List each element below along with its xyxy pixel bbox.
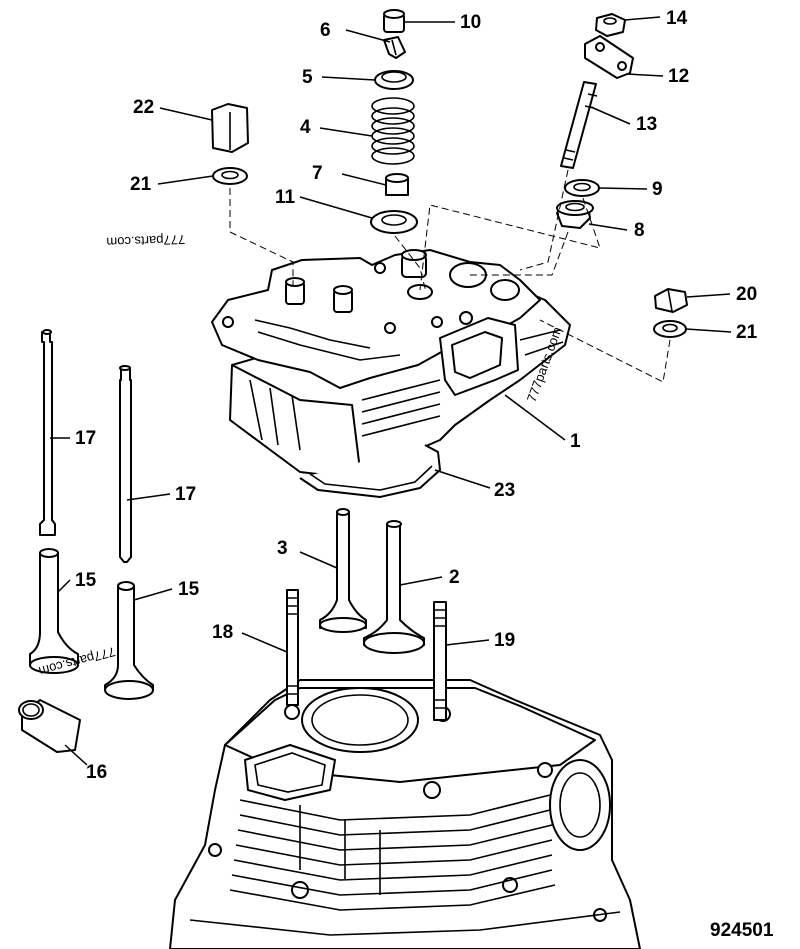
- washer-left: [212, 167, 248, 185]
- leader-lines: [50, 16, 732, 766]
- callout-17-right: 17: [175, 484, 196, 505]
- callout-9: 9: [652, 179, 663, 200]
- exhaust-valve: [319, 508, 367, 633]
- callout-21-left: 21: [130, 174, 152, 195]
- spring-retainer: [374, 70, 414, 90]
- pushrod-right: [119, 365, 132, 563]
- assembly-lines: [229, 169, 671, 383]
- callout-1: 1: [570, 431, 581, 452]
- callout-19: 19: [494, 630, 515, 651]
- flange-nut: [595, 13, 626, 37]
- callout-7: 7: [312, 163, 323, 184]
- callout-20: 20: [736, 284, 757, 305]
- watermark-top-left: 777parts.com: [106, 232, 185, 250]
- callout-3: 3: [277, 538, 288, 559]
- valve-stem-seal: [385, 173, 409, 196]
- callout-13: 13: [636, 114, 657, 135]
- callout-4: 4: [300, 117, 311, 138]
- head-gasket: [299, 444, 441, 498]
- callout-12: 12: [668, 66, 689, 87]
- cylinder-head: [211, 249, 571, 479]
- callout-23: 23: [494, 480, 515, 501]
- pushrod-left: [39, 329, 56, 536]
- lifter-left: [29, 548, 79, 674]
- hex-nut-20: [654, 288, 688, 313]
- bracket-plate: [584, 35, 634, 79]
- callout-14: 14: [666, 8, 688, 29]
- threaded-stud-13: [560, 81, 598, 169]
- callout-labels: 10 6 5 4 7 11 22 21 14 12 13 9 8 20 21 1…: [75, 8, 758, 783]
- callout-15-left: 15: [75, 570, 97, 591]
- callout-10: 10: [460, 12, 481, 33]
- callout-2: 2: [449, 567, 460, 588]
- engine-block: [169, 679, 641, 949]
- washer-9: [564, 179, 600, 197]
- callout-21-right: 21: [736, 322, 758, 343]
- callout-17-left: 17: [75, 428, 96, 449]
- washer-right: [653, 320, 687, 338]
- bushing-16: [18, 699, 81, 753]
- lifter-right: [104, 581, 154, 700]
- callout-16: 16: [86, 762, 107, 783]
- callout-22: 22: [133, 97, 154, 118]
- sleeve-nut: [211, 103, 249, 153]
- intake-valve: [363, 520, 425, 654]
- callout-18: 18: [212, 622, 233, 643]
- callout-8: 8: [634, 220, 645, 241]
- callout-5: 5: [302, 67, 313, 88]
- callout-15-right: 15: [178, 579, 200, 600]
- callout-6: 6: [320, 20, 331, 41]
- valve-cap: [383, 9, 405, 33]
- valve-keepers: [383, 36, 406, 59]
- stud-18: [286, 589, 299, 706]
- drawing-number: 924501: [710, 920, 774, 941]
- spring-seat-washer: [370, 210, 418, 234]
- stud-19: [433, 601, 447, 721]
- bushing-8: [556, 200, 594, 229]
- valve-spring: [371, 97, 415, 165]
- callout-11: 11: [275, 187, 296, 208]
